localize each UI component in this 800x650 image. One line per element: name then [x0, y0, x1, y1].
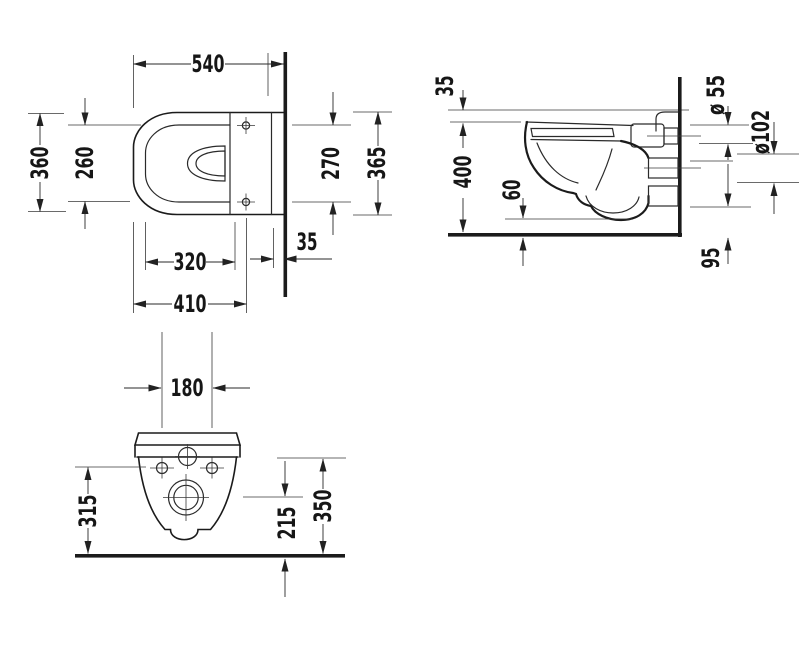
front-view: 180 315 215 350: [74, 332, 346, 597]
dim-label-35-plan: 35: [297, 228, 318, 256]
side-bowl-inner-curve: [536, 142, 579, 184]
side-wall-line: [678, 77, 682, 237]
front-fixing-hole-left: [150, 457, 174, 479]
dim-plan-360: 360: [26, 113, 66, 212]
dim-side-35: 35: [431, 76, 467, 111]
dim-label-410: 410: [174, 290, 207, 318]
dim-side-95: 95: [690, 160, 751, 269]
side-rim-detail: [530, 127, 615, 138]
plan-water-outline-outer: [186, 145, 226, 182]
front-fixing-hole-right: [200, 457, 224, 479]
dim-plan-540: 540: [133, 50, 284, 108]
dim-label-360: 360: [26, 147, 54, 180]
dim-plan-35: 35: [250, 228, 332, 268]
dim-label-315: 315: [74, 495, 102, 528]
plan-fixing-hole-top: [237, 117, 255, 134]
dim-side-dia55: ø 55: [690, 75, 753, 160]
dim-label-215: 215: [273, 507, 301, 540]
dim-label-350: 350: [309, 490, 337, 523]
plan-wall-line: [283, 52, 288, 297]
front-outlet-hole: [163, 474, 209, 521]
side-flush-connector: [630, 123, 665, 148]
dim-label-180: 180: [171, 374, 204, 402]
plan-inner-rim: [144, 124, 231, 203]
plan-fixing-hole-bottom: [237, 193, 255, 211]
dim-label-35-side: 35: [431, 76, 459, 97]
side-seat-top-line: [525, 121, 634, 127]
plan-bowl-outline: [132, 111, 285, 216]
dim-side-60: 60: [498, 180, 632, 266]
dim-label-400: 400: [449, 156, 477, 189]
dim-side-dia102: ø102: [737, 110, 799, 214]
dim-front-215: 215: [243, 461, 303, 597]
dim-label-260: 260: [71, 147, 99, 180]
dim-label-dia102: ø102: [747, 110, 775, 154]
side-sump-inner-curve: [585, 195, 640, 214]
side-back-top-curve: [619, 139, 650, 160]
side-rim-lip-line: [530, 138, 622, 142]
front-floor-line: [75, 554, 345, 558]
plan-view: 540 360 260 270: [26, 50, 392, 318]
dim-front-180: 180: [124, 332, 250, 428]
side-foot-block: [647, 185, 679, 207]
side-flush-elbow: [655, 111, 679, 132]
dim-label-60: 60: [498, 180, 526, 201]
front-body-outline: [137, 456, 238, 541]
dim-label-540: 540: [192, 50, 225, 78]
front-top-plate: [133, 432, 242, 446]
front-inlet-hole: [175, 444, 200, 469]
dim-label-365: 365: [363, 147, 391, 180]
dim-label-95: 95: [697, 248, 725, 269]
dim-plan-320: 320: [145, 222, 236, 276]
side-trap-inner-curve: [595, 148, 613, 191]
side-floor-line: [448, 233, 682, 237]
dim-plan-270: 270: [292, 92, 351, 235]
dim-plan-260: 260: [68, 98, 141, 229]
dim-label-270: 270: [317, 147, 345, 180]
plan-water-outline-inner: [195, 150, 226, 177]
dim-label-320: 320: [174, 248, 207, 276]
dim-label-dia55: ø 55: [702, 75, 730, 115]
dim-front-350: 350: [277, 457, 346, 554]
dim-plan-410: 410: [133, 218, 247, 318]
dim-front-315: 315: [74, 466, 146, 554]
dim-side-400: 400: [449, 121, 521, 233]
side-view: 35 400 60 ø 55: [431, 75, 799, 269]
dim-plan-365: 365: [353, 111, 392, 216]
